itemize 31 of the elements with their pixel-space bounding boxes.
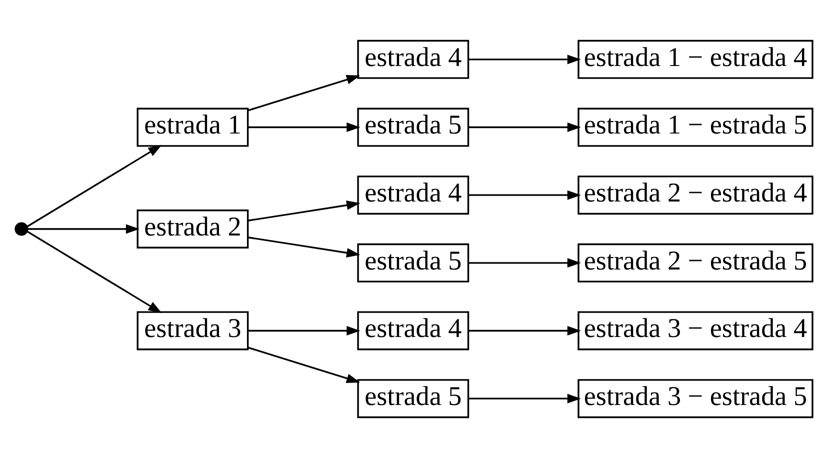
node-box: estrada 1 − estrada 4 — [578, 39, 814, 78]
arrow — [26, 144, 162, 227]
arrow — [28, 224, 140, 234]
node-box: estrada 4 — [357, 310, 470, 350]
node-box: estrada 1 — [136, 107, 249, 146]
arrow — [468, 393, 581, 403]
arrow — [468, 258, 581, 268]
arrow — [468, 54, 581, 64]
arrow — [248, 200, 360, 221]
node-box: estrada 5 — [357, 242, 470, 282]
arrow — [248, 122, 360, 132]
arrow — [248, 236, 360, 257]
node-box: estrada 5 — [357, 378, 470, 418]
node-box: estrada 5 — [357, 107, 470, 146]
node-box: estrada 2 — [136, 209, 249, 248]
node-box: estrada 1 − estrada 5 — [578, 107, 814, 146]
node-circle — [14, 222, 28, 236]
arrow — [468, 122, 581, 132]
arrow — [248, 74, 360, 111]
arrow — [468, 325, 581, 335]
node-box: estrada 4 — [357, 175, 470, 214]
node-box: estrada 3 − estrada 4 — [578, 310, 814, 350]
arrow — [248, 346, 360, 382]
node-box: estrada 2 − estrada 4 — [578, 175, 814, 214]
arrow — [248, 325, 360, 335]
arrow — [26, 230, 162, 313]
arrow — [468, 190, 581, 200]
node-box: estrada 3 − estrada 5 — [578, 378, 814, 418]
node-box: estrada 4 — [357, 39, 470, 78]
node-box: estrada 2 − estrada 5 — [578, 242, 814, 282]
node-box: estrada 3 — [136, 310, 249, 350]
